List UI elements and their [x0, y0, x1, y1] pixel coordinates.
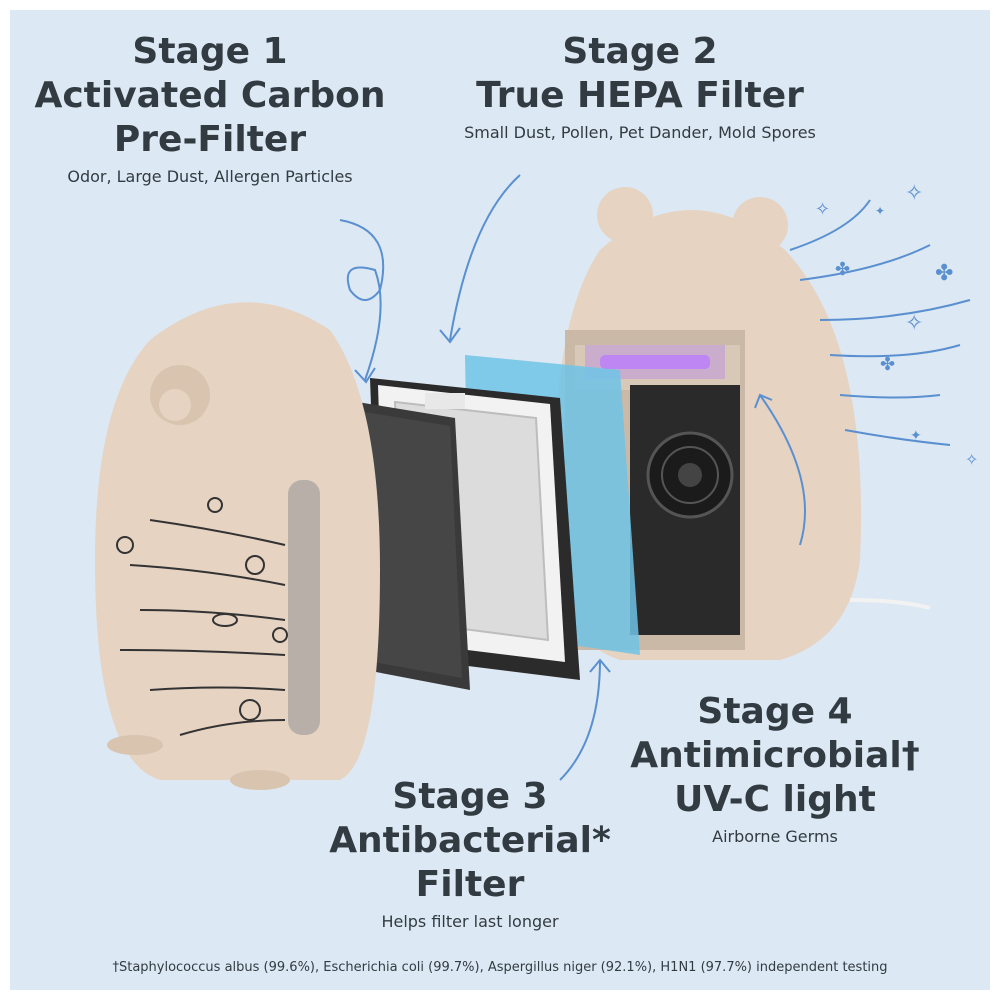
- stage-2-heading: Stage 2: [562, 31, 718, 72]
- stage-4-label: Stage 4 Antimicrobial† UV-C light Airbor…: [610, 690, 940, 848]
- clean-air-lines: [789, 199, 971, 446]
- sparkle-icon: ✧: [905, 311, 923, 336]
- stage-2-title-line-1: True HEPA Filter: [476, 75, 804, 116]
- arrow-stage1: [339, 219, 385, 381]
- front-foot-left: [107, 735, 163, 755]
- sparkle-icon: ✤: [835, 259, 850, 280]
- stage-3-title-line-2: Filter: [415, 864, 525, 905]
- airflow-arrows: [339, 174, 806, 781]
- sparkle-icon: ✤: [935, 261, 953, 286]
- arrowhead: [589, 658, 611, 673]
- footnote: †Staphylococcus albus (99.6%), Escherich…: [112, 960, 888, 975]
- stage-3-description: Helps filter last longer: [381, 912, 559, 931]
- germ-icon: [207, 497, 223, 513]
- germ-icon: [239, 699, 261, 721]
- sparkle-icon: ✧: [815, 199, 830, 220]
- airflow-lines: [119, 519, 286, 736]
- stage-4-description: Airborne Germs: [712, 827, 838, 846]
- fan-hub: [678, 463, 702, 487]
- stage-3-label: Stage 3 Antibacterial* Filter Helps filt…: [290, 775, 650, 933]
- stage-1-heading: Stage 1: [132, 31, 288, 72]
- carbon-texture: [352, 410, 462, 678]
- stage-1-title-line-2: Pre-Filter: [113, 119, 307, 160]
- germ-icon: [245, 555, 265, 575]
- arrowhead: [354, 367, 376, 384]
- germ-icon: [272, 627, 288, 643]
- stage-3-title-line-1: Antibacterial*: [329, 820, 611, 861]
- arrowhead: [754, 393, 773, 409]
- stage-1-title-line-1: Activated Carbon: [34, 75, 386, 116]
- sparkle-icon: ✦: [910, 428, 922, 444]
- air-inlet-slot: [288, 480, 320, 735]
- side-ear-inner: [159, 389, 191, 421]
- sparkle-icons: ✧ ✧ ✦ ✤ ✤ ✧ ✤ ✦ ✧: [815, 181, 978, 469]
- stage-2-label: Stage 2 True HEPA Filter Small Dust, Pol…: [420, 30, 860, 144]
- hepa-pull-tab: [425, 393, 465, 409]
- arrow-stage3: [559, 659, 601, 781]
- stage-1-label: Stage 1 Activated Carbon Pre-Filter Odor…: [30, 30, 390, 188]
- arrow-stage2: [449, 174, 521, 341]
- sparkle-icon: ✧: [965, 450, 978, 469]
- purifier-back-unit: [553, 187, 931, 660]
- power-cord: [849, 598, 931, 610]
- germ-icon: [212, 613, 238, 627]
- arrowhead: [439, 327, 461, 344]
- stage-4-title-line-1: Antimicrobial†: [630, 735, 920, 776]
- stage-4-title-line-2: UV-C light: [674, 779, 876, 820]
- arrow-stage4: [759, 394, 806, 546]
- sparkle-icon: ✦: [875, 204, 885, 218]
- sparkle-icon: ✤: [880, 354, 895, 375]
- stage-3-heading: Stage 3: [392, 776, 548, 817]
- stage-4-heading: Stage 4: [697, 691, 853, 732]
- front-shell: [95, 302, 380, 780]
- fan-ring: [661, 446, 719, 504]
- germ-icons: [116, 497, 288, 721]
- purifier-front-unit: [95, 302, 380, 790]
- sparkle-icon: ✧: [905, 181, 923, 206]
- stage-2-description: Small Dust, Pollen, Pet Dander, Mold Spo…: [464, 123, 816, 142]
- front-foot-right: [230, 770, 290, 790]
- stage-1-description: Odor, Large Dust, Allergen Particles: [67, 167, 353, 186]
- uv-lamp: [600, 355, 710, 369]
- germ-icon: [116, 536, 134, 554]
